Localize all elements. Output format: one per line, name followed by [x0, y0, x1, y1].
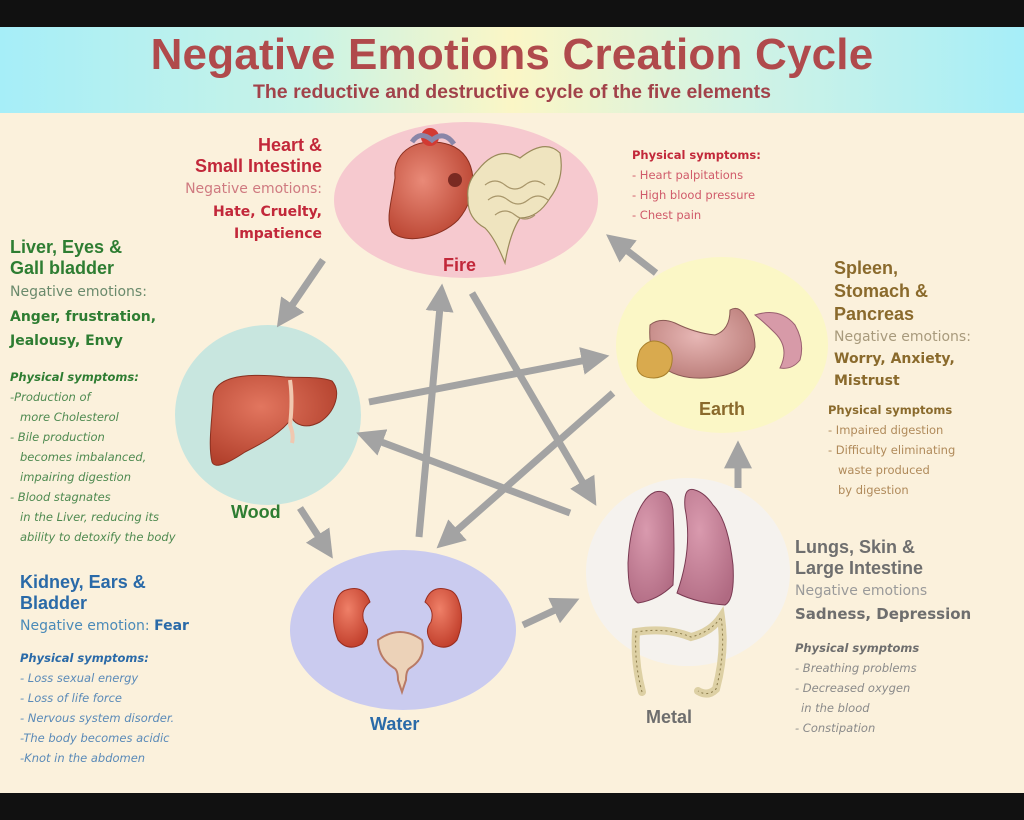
metal-symptom: - Constipation: [795, 721, 876, 735]
wood-symptom: in the Liver, reducing its: [20, 510, 159, 524]
metal-symptoms: Physical symptoms - Breathing problems -…: [795, 638, 919, 738]
fire-symptom: - Heart palpitations: [632, 168, 744, 182]
page-title: Negative Emotions Creation Cycle: [150, 30, 874, 79]
wood-symptom: - Bile production: [10, 430, 105, 444]
fire-symptoms-title: Physical symptoms:: [632, 148, 761, 162]
water-organs-line1: Kidney, Ears &: [20, 572, 146, 592]
metal-info: Lungs, Skin & Large Intestine Negative e…: [795, 537, 971, 625]
arrow-fire-to-wood: [276, 258, 326, 328]
wood-neg-label: Negative emotions:: [10, 284, 147, 300]
arrow-earth-to-fire: [606, 234, 659, 276]
wood-symptom: more Cholesterol: [20, 410, 119, 424]
water-symptom: - Loss sexual energy: [20, 671, 139, 685]
wood-organs-line1: Liver, Eyes &: [10, 237, 123, 257]
fire-organs-line1: Heart &: [257, 135, 322, 155]
wood-symptoms-title: Physical symptoms:: [10, 370, 139, 384]
earth-symptom: by digestion: [838, 483, 909, 497]
wood-info: Liver, Eyes & Gall bladder Negative emot…: [10, 237, 156, 353]
small-intestine-icon: [467, 146, 562, 266]
fire-info: Heart & Small Intestine Negative emotion…: [140, 135, 322, 245]
earth-organs-line1: Spleen,: [834, 258, 899, 278]
water-symptom: -The body becomes acidic: [20, 731, 170, 745]
wood-symptom: -Production of: [10, 390, 91, 404]
metal-symptom: - Decreased oxygen: [795, 681, 911, 695]
earth-emotions-line1: Worry, Anxiety,: [834, 351, 955, 367]
fire-symptom: - Chest pain: [632, 208, 702, 222]
lungs-icon: [627, 488, 734, 606]
liver-icon: [209, 374, 338, 466]
page-subtitle: The reductive and destructive cycle of t…: [252, 81, 772, 103]
fire-symptoms: Physical symptoms: - Heart palpitations …: [632, 145, 761, 225]
arrow-metal-to-wood: [356, 429, 572, 517]
wood-symptoms: Physical symptoms: -Production of more C…: [10, 367, 176, 547]
earth-emotions-line2: Mistrust: [834, 373, 900, 389]
metal-emotions-line1: Sadness, Depression: [795, 605, 972, 623]
cycle-diagram: [175, 122, 828, 710]
earth-symptom: - Difficulty eliminating: [828, 443, 956, 457]
fire-symptom: - High blood pressure: [632, 188, 756, 202]
arrow-water-to-fire: [415, 283, 454, 538]
water-symptom: - Nervous system disorder.: [20, 711, 175, 725]
fire-label: Fire: [443, 255, 477, 275]
water-label: Water: [370, 714, 420, 734]
arrow-wood-to-water: [297, 506, 333, 559]
metal-symptom: - Breathing problems: [795, 661, 917, 675]
metal-organs-line1: Lungs, Skin &: [795, 537, 916, 557]
earth-symptom: waste produced: [838, 463, 930, 477]
water-neg-label: Negative emotion:: [20, 618, 150, 634]
water-symptom: - Loss of life force: [20, 691, 123, 705]
earth-symptoms-title: Physical symptoms: [828, 403, 953, 417]
wood-symptom: - Blood stagnates: [10, 490, 111, 504]
large-intestine-icon: [631, 606, 727, 698]
arrow-wood-to-earth: [368, 347, 610, 406]
wood-symptom: ability to detoxify the body: [20, 530, 176, 544]
controlling-arrows: [356, 283, 616, 549]
water-info: Kidney, Ears & Bladder Negative emotion:…: [20, 572, 189, 638]
fire-emotions-line1: Hate, Cruelty,: [212, 204, 322, 220]
wood-symptom: becomes imbalanced,: [20, 450, 147, 464]
wood-symptom: impairing digestion: [20, 470, 131, 484]
generating-arrows: [276, 234, 752, 629]
earth-symptom: - Impaired digestion: [828, 423, 944, 437]
water-organs-line2: Bladder: [20, 593, 88, 613]
arrow-water-to-metal: [521, 597, 580, 629]
arrow-earth-to-water: [436, 390, 616, 549]
arrow-fire-to-metal: [468, 291, 597, 506]
wood-emotions-line1: Anger, frustration,: [10, 309, 157, 325]
stomach-icon: [636, 307, 803, 379]
water-symptom: -Knot in the abdomen: [20, 751, 146, 765]
wood-organs-line2: Gall bladder: [10, 258, 115, 278]
heart-icon: [388, 128, 474, 240]
bladder-icon: [376, 631, 424, 696]
wood-emotions-line2: Jealousy, Envy: [10, 333, 123, 349]
water-symptoms: Physical symptoms: - Loss sexual energy …: [20, 648, 174, 768]
earth-label: Earth: [699, 399, 746, 419]
metal-symptom: in the blood: [801, 701, 870, 715]
earth-organs-line3: Pancreas: [834, 304, 915, 324]
earth-info: Spleen, Stomach & Pancreas Negative emot…: [834, 257, 971, 392]
fire-organs-line2: Small Intestine: [194, 156, 322, 176]
metal-organs-line2: Large Intestine: [795, 558, 924, 578]
kidneys-icon: [332, 588, 463, 648]
fire-neg-label: Negative emotions:: [185, 181, 322, 197]
diagram-canvas: Negative Emotions Creation Cycle The red…: [0, 27, 1024, 793]
water-neg-line: Negative emotion: Fear: [20, 614, 189, 638]
earth-symptoms: Physical symptoms - Impaired digestion -…: [828, 400, 955, 500]
metal-label: Metal: [646, 707, 693, 727]
earth-organs-line2: Stomach &: [834, 281, 929, 301]
title-banner: Negative Emotions Creation Cycle The red…: [0, 27, 1024, 113]
water-symptoms-title: Physical symptoms:: [20, 651, 149, 665]
fire-emotions-line2: Impatience: [233, 226, 322, 242]
water-emotion: Fear: [154, 618, 189, 634]
wood-label: Wood: [231, 502, 281, 522]
earth-neg-label: Negative emotions:: [834, 329, 971, 345]
metal-symptoms-title: Physical symptoms: [795, 641, 920, 655]
metal-neg-label: Negative emotions: [795, 583, 928, 599]
